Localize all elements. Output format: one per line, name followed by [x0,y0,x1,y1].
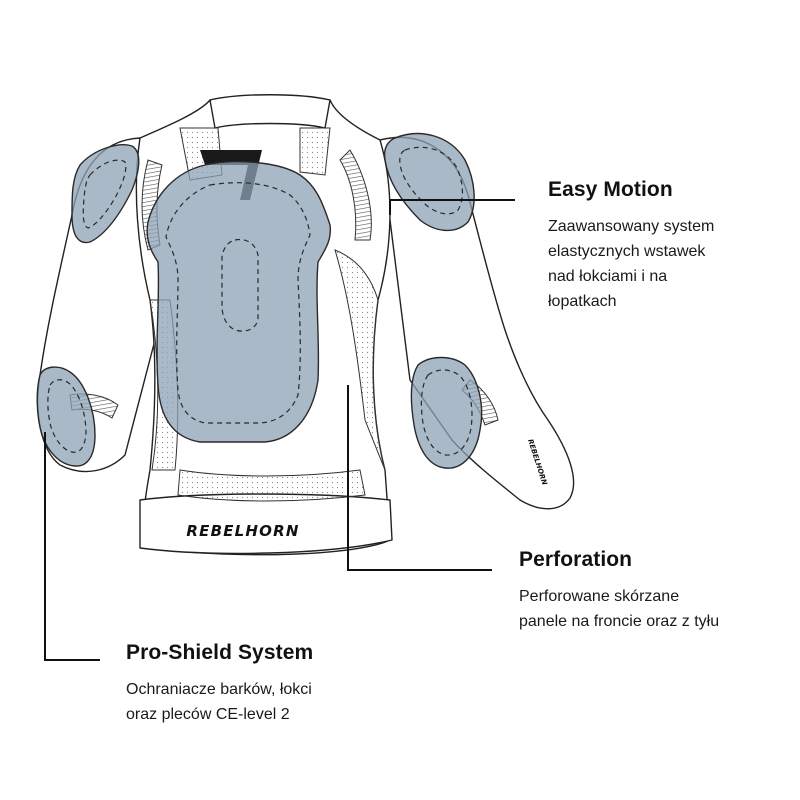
easy-motion-leader [389,199,515,215]
perforation-collar-right [299,127,331,176]
easy-motion-callout: Easy Motion Zaawansowany system elastycz… [548,178,788,314]
left-elbow-protector [36,366,96,467]
right-shoulder-protector-inner [399,146,463,215]
callout-title: Easy Motion [548,178,673,201]
callout-text: Perforowane skórzane panele na froncie o… [519,588,720,630]
perforation-leader [347,385,492,571]
back-protector-spine [221,238,259,332]
left-shoulder-protector [71,144,140,244]
stretch-insert-right-shoulder [339,149,372,241]
back-protector-inner [165,182,311,424]
protectors [36,132,483,469]
callout-lines [44,199,515,661]
left-shoulder-protector-inner [82,159,127,229]
back-protector [146,160,332,443]
callout-title: Perforation [519,548,633,571]
collar [209,94,331,129]
callout-text: Zaawansowany system elastycznych wstawek… [548,218,715,310]
perforation-panel-lower [177,469,366,502]
back-brand-logo: REBELHORN [186,522,299,540]
left-elbow-protector-inner [47,379,87,453]
callout-title: Pro-Shield System [126,641,314,664]
perforation-callout: Perforation Perforowane skórzane panele … [519,548,789,634]
right-elbow-protector-inner [420,369,473,456]
callout-text: Ochraniacze barków, łokci oraz pleców CE… [126,681,312,723]
perforation-panel-right [334,249,386,471]
pro-shield-leader [44,432,100,661]
right-shoulder-protector [383,132,475,232]
pro-shield-callout: Pro-Shield System Ochraniacze barków, ło… [126,641,426,727]
